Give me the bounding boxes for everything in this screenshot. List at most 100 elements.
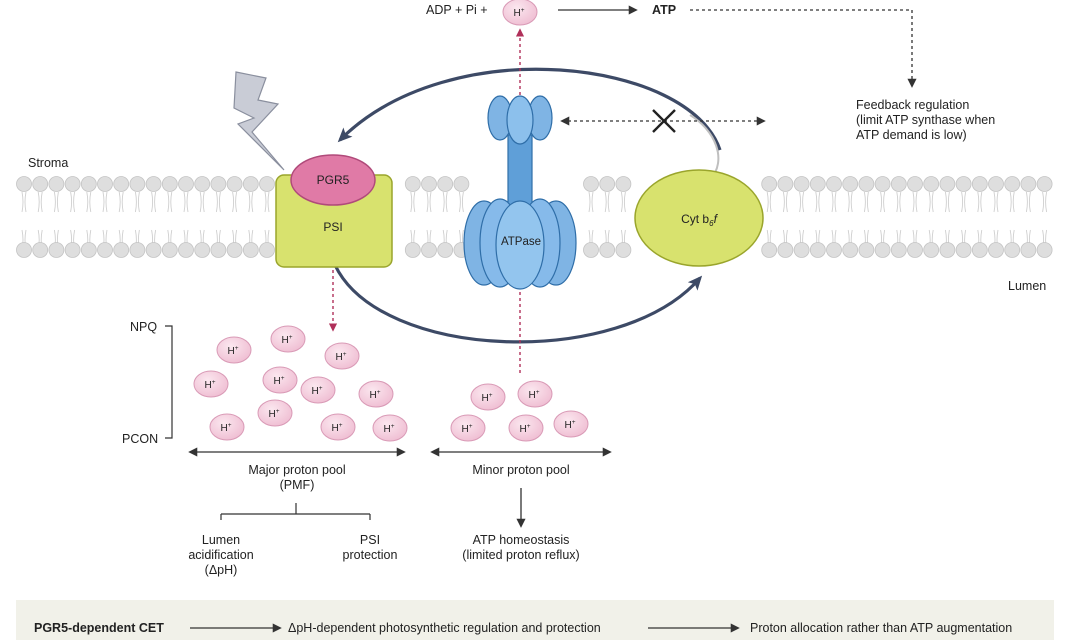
lipid-tail xyxy=(977,191,983,213)
lipid-tail xyxy=(847,191,853,213)
cyt-b6f-label: Cyt b6f xyxy=(681,212,718,228)
lipid-tail xyxy=(21,191,27,213)
lipid-head xyxy=(453,176,470,192)
thylakoid-membrane xyxy=(16,176,1053,258)
proton-label: H+ xyxy=(281,334,292,346)
lipid-tail xyxy=(151,191,157,213)
lipid-head xyxy=(874,242,891,258)
proton-label: H+ xyxy=(273,375,284,387)
lipid-tail xyxy=(993,191,999,213)
lipid-tail xyxy=(232,191,238,213)
proton-ion: H+ xyxy=(450,414,486,442)
psi-label: PSI xyxy=(323,220,342,234)
lipid-head xyxy=(259,176,275,192)
lipid-head xyxy=(777,242,794,258)
lipid-head xyxy=(145,242,162,258)
atp-label: ATP xyxy=(652,3,677,17)
lipid-head xyxy=(599,176,616,192)
lipid-head xyxy=(939,176,956,192)
lipid-tail xyxy=(799,191,805,213)
lipid-head xyxy=(145,176,162,192)
lipid-head xyxy=(32,176,49,192)
pgr5-label: PGR5 xyxy=(317,173,350,187)
lipid-head xyxy=(615,242,632,258)
lipid-tail xyxy=(118,191,124,213)
summary-arrow-1 xyxy=(190,623,282,633)
feedback-line-1: Feedback regulation xyxy=(856,98,970,112)
lipid-head xyxy=(210,176,227,192)
proton-label: H+ xyxy=(220,422,231,434)
lipid-head xyxy=(826,176,842,192)
lipid-head xyxy=(955,242,972,258)
proton-label: H+ xyxy=(528,389,539,401)
lipid-head xyxy=(842,176,859,192)
lipid-head xyxy=(242,242,259,258)
light-bolt-icon xyxy=(233,71,285,171)
proton-label: H+ xyxy=(513,7,524,19)
lipid-tail xyxy=(1009,191,1015,213)
lipid-tail xyxy=(53,191,59,213)
lipid-head xyxy=(988,176,1004,192)
lipid-tail xyxy=(167,191,173,213)
lipid-tail xyxy=(604,191,610,213)
lipid-head xyxy=(421,176,437,192)
lipid-head xyxy=(923,242,940,258)
proton-ion: H+ xyxy=(300,376,336,404)
lipid-tail xyxy=(264,191,270,213)
proton-ion: H+ xyxy=(508,414,544,442)
stroma-label: Stroma xyxy=(28,156,69,170)
proton-ion: H+ xyxy=(470,383,506,411)
lipid-head xyxy=(1036,242,1053,258)
npq-label: NPQ xyxy=(130,320,158,334)
lipid-tail xyxy=(1042,191,1048,213)
lipid-head xyxy=(1004,242,1021,258)
lipid-head xyxy=(259,242,275,258)
lipid-head xyxy=(421,242,437,258)
lipid-tail xyxy=(588,191,594,213)
lipid-head xyxy=(890,242,907,258)
lipid-head xyxy=(113,176,130,192)
feedback-dashed-path xyxy=(690,9,917,88)
lipid-head xyxy=(599,242,616,258)
lipid-tail xyxy=(620,191,626,213)
proton-ion: H+ xyxy=(553,410,589,438)
lipid-head xyxy=(161,242,178,258)
lipid-tail xyxy=(134,191,140,213)
lipid-tail xyxy=(961,191,967,213)
lipid-head xyxy=(826,242,842,258)
lipid-head xyxy=(583,242,599,258)
lipid-head xyxy=(242,176,259,192)
lipid-tail xyxy=(782,191,788,213)
lipid-head xyxy=(113,242,130,258)
lipid-tail xyxy=(928,191,934,213)
proton-ion: H+ xyxy=(270,325,306,353)
proton-label: H+ xyxy=(311,385,322,397)
lipid-tail xyxy=(86,191,92,213)
summary-item-regulation: ΔpH-dependent photosynthetic regulation … xyxy=(288,621,601,635)
proton-label: H+ xyxy=(564,419,575,431)
npq-pcon-bracket xyxy=(165,325,173,439)
lipid-head xyxy=(194,176,211,192)
proton-label: H+ xyxy=(481,392,492,404)
atpase-label: ATPase xyxy=(501,236,541,248)
lipid-head xyxy=(194,242,211,258)
lipid-tail xyxy=(248,191,254,213)
lipid-head xyxy=(809,176,826,192)
lipid-head xyxy=(1020,242,1037,258)
proton-ion: H+ xyxy=(262,366,298,394)
lipid-head xyxy=(955,176,972,192)
lipid-head xyxy=(858,176,875,192)
lipid-tail xyxy=(831,191,837,213)
lipid-head xyxy=(64,176,81,192)
lipid-head xyxy=(793,176,810,192)
lipid-head xyxy=(16,242,32,258)
lipid-head xyxy=(1036,176,1053,192)
lipid-head xyxy=(64,242,81,258)
proton-label: H+ xyxy=(331,422,342,434)
proton-label: H+ xyxy=(461,423,472,435)
adp-pi-label: ADP + Pi + xyxy=(426,3,488,17)
lipid-head xyxy=(80,176,97,192)
lipid-head xyxy=(874,176,891,192)
proton-ion: H+ xyxy=(517,380,553,408)
